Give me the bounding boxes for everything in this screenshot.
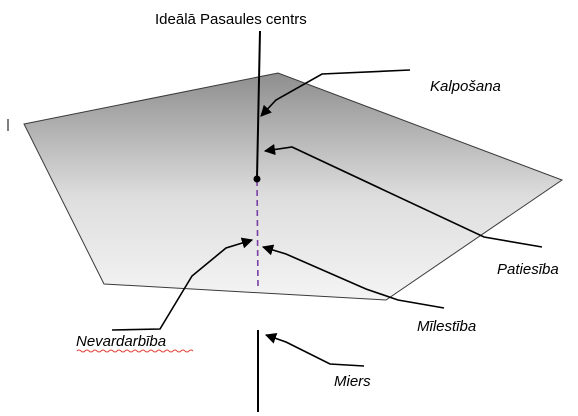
patiesiba-label: Patiesība [497, 261, 559, 278]
axis-dashed-segment [256, 179, 259, 289]
miers-label: Miers [334, 373, 371, 390]
center-point [253, 175, 261, 183]
patiesiba-arrow [263, 143, 543, 248]
milestiba-arrow [261, 244, 445, 309]
world-plane [23, 72, 564, 301]
kalposana-arrow [260, 69, 411, 117]
milestiba-label: Mīlestība [417, 318, 476, 335]
spellcheck-underline [76, 349, 194, 353]
miers-arrow [264, 333, 365, 367]
kalposana-label: Kalpošana [430, 78, 501, 95]
diagram-title: Ideālā Pasaules centrs [155, 11, 307, 28]
nevardarbiba-arrow [111, 237, 254, 331]
nevardarbiba-label: Nevardarbība [76, 333, 166, 350]
axis-upper [256, 30, 261, 179]
